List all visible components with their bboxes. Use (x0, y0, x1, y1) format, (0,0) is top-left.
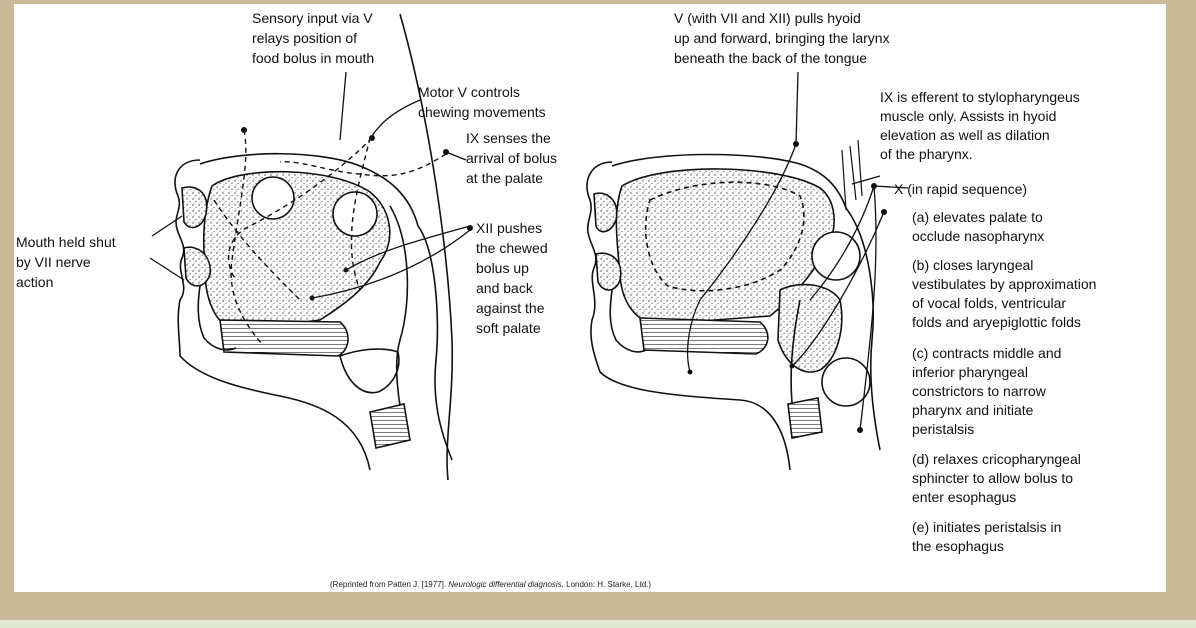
label-ix-efferent: IX is efferent to stylopharyngeus muscle… (880, 89, 1080, 162)
right-bolus-2 (821, 357, 871, 407)
left-bolus-1 (251, 176, 295, 220)
left-bolus-2 (332, 191, 378, 237)
credit-suffix: London: H. Starke, Ltd.) (563, 580, 652, 589)
label-ix-senses: IX senses the arrival of bolus at the pa… (466, 130, 558, 186)
label-x-d: (d) relaxes cricopharyngeal sphincter to… (912, 451, 1081, 505)
label-xii-pushes: XII pushes the chewed bolus up and back … (476, 220, 548, 336)
figure-credit: (Reprinted from Patten J. [1977]. Neurol… (330, 580, 890, 589)
label-motor-v: Motor V controls chewing movements (418, 84, 546, 120)
label-sensory-v: Sensory input via V relays position of f… (252, 10, 375, 66)
credit-prefix: (Reprinted from Patten J. [1977]. (330, 580, 449, 589)
bottom-strip (0, 620, 1196, 628)
label-v-with-vii: V (with VII and XII) pulls hyoid up and … (674, 10, 890, 66)
left-mylohyoid (219, 319, 349, 357)
right-head-section (586, 71, 909, 471)
right-bolus-1 (811, 231, 861, 281)
label-x-e: (e) initiates peristalsis in the esophag… (912, 519, 1062, 554)
label-x-b: (b) closes laryngeal vestibulates by app… (912, 257, 1097, 330)
figure-panel (14, 4, 1166, 592)
label-mouth-shut: Mouth held shut by VII nerve action (16, 234, 116, 290)
label-x-c: (c) contracts middle and inferior pharyn… (912, 345, 1062, 437)
credit-title: Neurologic differential diagnosis. (448, 580, 564, 589)
label-x-rapid: X (in rapid sequence) (894, 181, 1028, 197)
left-head-section (149, 13, 473, 481)
label-x-a: (a) elevates palate to occlude nasophary… (912, 209, 1045, 244)
